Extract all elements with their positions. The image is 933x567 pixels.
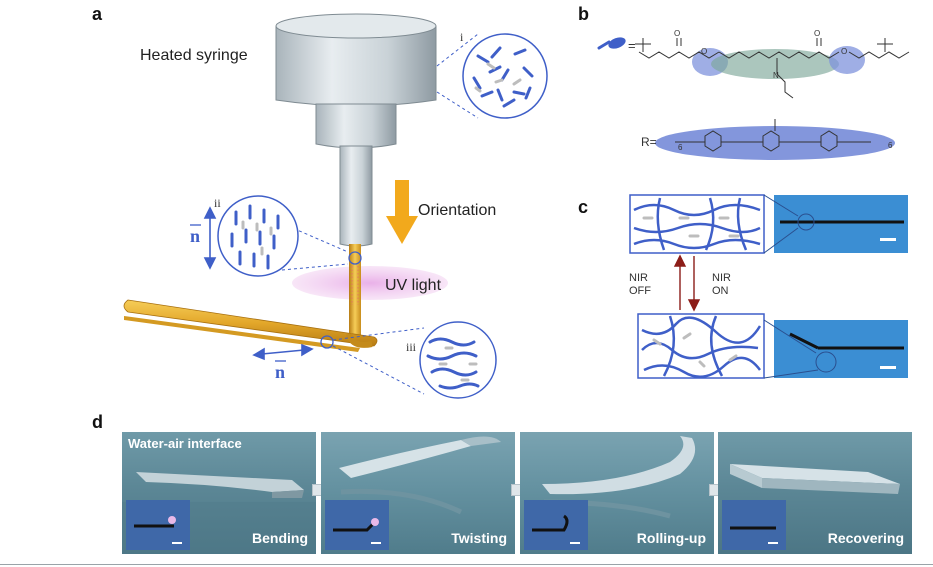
stage-panel-rolling-up: Rolling-up xyxy=(520,432,714,554)
orientation-label: Orientation xyxy=(418,202,497,219)
panel-a-letter: a xyxy=(92,4,103,24)
recovered-fiber-render xyxy=(730,464,900,494)
filament-vertical xyxy=(348,244,362,340)
stage-label-rolling-up: Rolling-up xyxy=(636,530,706,546)
zoom-circle-iii xyxy=(332,321,497,399)
mesogen-equals: = xyxy=(628,38,636,53)
stage-label-twisting: Twisting xyxy=(451,530,507,546)
stage-label-recovering: Recovering xyxy=(827,530,904,546)
heated-syringe xyxy=(275,13,437,247)
panel-d-letter: d xyxy=(92,412,103,432)
inset-photo-twisting xyxy=(325,500,389,550)
nir-on-label: NIR ON xyxy=(712,272,731,297)
r-right-subscript: 6 xyxy=(888,141,893,150)
panel-b-letter: b xyxy=(578,4,589,24)
director-n-vertical: n xyxy=(190,226,201,246)
stage-panel-bending: Water-air interface Bending xyxy=(122,432,316,554)
uv-light-label: UV light xyxy=(385,277,442,294)
printed-fiber xyxy=(123,299,378,352)
r-left-subscript: 6 xyxy=(678,143,683,152)
svg-text:O: O xyxy=(814,29,820,38)
panel-c-illustration xyxy=(629,194,908,379)
r-group-label: R= xyxy=(641,135,657,149)
stage-panel-twisting: Twisting xyxy=(321,432,515,554)
svg-text:O: O xyxy=(674,29,680,38)
label-iii: iii xyxy=(406,340,417,354)
nir-off-label: NIR OFF xyxy=(629,272,651,297)
mesogen-icon xyxy=(597,37,626,50)
heated-syringe-label: Heated syringe xyxy=(140,47,248,64)
nir-arrows xyxy=(673,254,701,312)
fiber-photo-on xyxy=(774,320,908,378)
zoom-circle-ii xyxy=(217,195,349,277)
director-arrow-vertical xyxy=(203,206,217,270)
network-aligned-box xyxy=(629,194,765,254)
panel-a-illustration xyxy=(123,13,548,399)
stage-panel-recovering: Recovering xyxy=(718,432,912,554)
stage-label-bending: Bending xyxy=(252,530,308,546)
director-arrow-horizontal xyxy=(252,343,314,361)
panel-c-letter: c xyxy=(578,197,589,217)
svg-text:O: O xyxy=(701,47,707,56)
director-n-horizontal: n xyxy=(275,362,286,382)
panel-b-chemical-structure: O O O O N xyxy=(597,29,910,160)
inset-photo-bending xyxy=(126,500,190,550)
uv-light-zone xyxy=(292,266,448,300)
svg-text:O: O xyxy=(841,47,847,56)
label-ii: ii xyxy=(214,196,221,210)
label-i: i xyxy=(460,30,464,44)
fiber-photo-off xyxy=(774,195,908,253)
inset-photo-rolling-up xyxy=(524,500,588,550)
network-disordered-box xyxy=(637,313,765,379)
twisted-fiber-render xyxy=(339,436,501,515)
svg-text:N: N xyxy=(773,71,779,80)
inset-photo-recovering xyxy=(722,500,786,550)
zoom-circle-i xyxy=(436,33,548,119)
orientation-arrow xyxy=(386,180,418,244)
bottom-divider xyxy=(0,564,933,565)
water-air-interface-header: Water-air interface xyxy=(128,436,242,451)
